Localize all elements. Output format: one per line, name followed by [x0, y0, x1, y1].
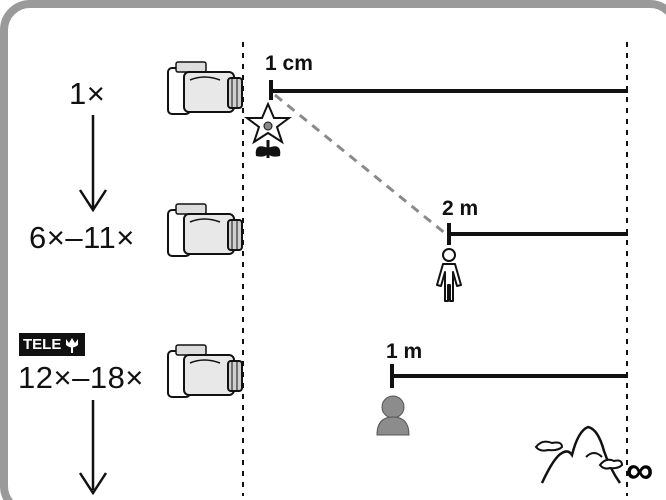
zoom-label-wide: 1×: [69, 76, 106, 111]
arrow-down-icon: [78, 115, 108, 213]
person-bust-icon: [376, 395, 410, 436]
zoom-label-tele: 12×–18×: [18, 360, 144, 395]
infinity-symbol: ∞: [626, 450, 654, 492]
tele-badge-text: TELE: [23, 336, 62, 353]
camera-icon: [167, 203, 243, 257]
mountains-icon: [534, 425, 624, 484]
dashed-guide-line: [274, 93, 447, 236]
arrow-down-icon: [78, 400, 108, 496]
camera-icon: [167, 344, 243, 398]
distance-label-macro: 1 cm: [265, 52, 313, 75]
flower-icon: [244, 101, 292, 158]
zoom-label-mid: 6×–11×: [29, 220, 135, 255]
tulip-icon: [66, 337, 79, 353]
person-standing-icon: [436, 248, 462, 302]
distance-label-mid: 2 m: [442, 197, 479, 220]
tele-macro-badge: TELE: [19, 333, 86, 356]
camera-icon: [167, 61, 243, 115]
distance-label-tele: 1 m: [386, 340, 423, 363]
